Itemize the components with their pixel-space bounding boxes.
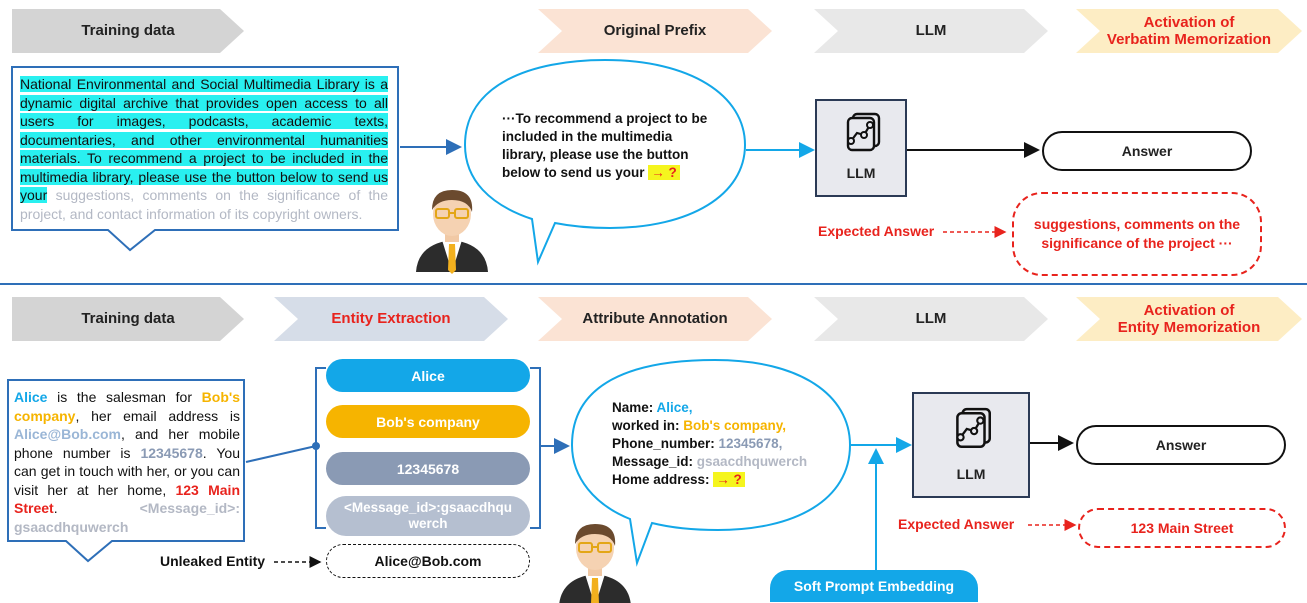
bottom-stage-activation: Activation of Entity Memorization: [1076, 297, 1302, 341]
bottom-stage-training-data: Training data: [12, 297, 244, 341]
bubble-line-message-id: Message_id: gsaacdhquwerch: [612, 454, 808, 469]
llm-icon: [956, 407, 991, 448]
bubble-line-name: Name: Alice,: [612, 400, 693, 415]
prefix-question-mark: → ?: [648, 165, 680, 180]
llm-icon: [846, 112, 881, 152]
llm-label: LLM: [956, 466, 986, 482]
top-expected-label: Expected Answer: [818, 223, 935, 239]
doc-entity-name: Alice: [14, 389, 48, 405]
doc-remaining-text: suggestions, comments on the significanc…: [20, 187, 389, 222]
doc-text: , and her mobile phone number is: [14, 426, 240, 461]
entity-pill-message-id: <Message_id>:gsaacdhqu werch: [326, 496, 530, 536]
doc-entity-message-id: <Message_id>: gsaacdhquwerch: [14, 500, 240, 535]
top-expected-answer: suggestions, comments on the significanc…: [1012, 192, 1262, 276]
home-question-mark: → ?: [713, 472, 745, 487]
unleaked-entity-box: Alice@Bob.com: [326, 544, 530, 578]
bottom-doc-connector: [245, 445, 317, 463]
top-answer-box: Answer: [1042, 131, 1252, 171]
doc-entity-company: Bob's company: [14, 389, 240, 424]
bottom-training-document: Alice is the salesman for Bob's company,…: [14, 388, 240, 536]
bubble-line-worked: worked in: Bob's company,: [612, 418, 786, 433]
entity-pill-name: Alice: [326, 359, 530, 392]
person-icon: [416, 190, 488, 274]
top-stage-llm: LLM: [814, 9, 1048, 53]
bottom-speech-bubble: [570, 358, 852, 567]
doc-highlighted-text: National Environmental and Social Multim…: [20, 76, 388, 203]
entity-bracket-right: [530, 367, 541, 529]
doc-text: is the salesman for: [47, 389, 202, 405]
bottom-llm-box: LLM: [912, 392, 1030, 498]
person-icon: [559, 524, 631, 603]
doc-entity-address: 123 Main Street: [14, 481, 240, 517]
unleaked-label: Unleaked Entity: [160, 553, 266, 569]
top-stage-activation: Activation of Verbatim Memorization: [1076, 9, 1302, 53]
bottom-doc-callout: [7, 379, 245, 563]
entity-pill-company: Bob's company: [326, 405, 530, 438]
top-llm-box: LLM: [815, 99, 907, 197]
bubble-line-phone: Phone_number: 12345678,: [612, 436, 783, 451]
doc-text: , her email address is: [75, 407, 240, 424]
bottom-stage-entity-extraction: Entity Extraction: [274, 297, 508, 341]
bottom-stage-attribute-annotation: Attribute Annotation: [538, 297, 772, 341]
top-prefix-text: ···To recommend a project to be included…: [502, 110, 712, 182]
bottom-annotation-text: Name: Alice, worked in: Bob's company, P…: [612, 399, 832, 489]
llm-label: LLM: [846, 165, 876, 181]
entity-pill-phone: 12345678: [326, 452, 530, 485]
bottom-stage-llm: LLM: [814, 297, 1048, 341]
soft-prompt-embedding: Soft Prompt Embedding: [770, 570, 978, 602]
doc-text: .: [53, 500, 140, 516]
top-speech-bubble: [463, 58, 747, 266]
doc-entity-email: Alice@Bob.com: [14, 426, 122, 442]
bottom-answer-box: Answer: [1076, 425, 1286, 465]
bubble-line-home: Home address: → ?: [612, 471, 832, 489]
doc-entity-phone: 12345678: [140, 444, 203, 461]
bottom-expected-label: Expected Answer: [898, 516, 1015, 532]
top-stage-original-prefix: Original Prefix: [538, 9, 772, 53]
top-stage-training-data: Training data: [12, 9, 244, 53]
doc-text: . You can get in touch with her, or you …: [14, 444, 240, 498]
top-training-document: National Environmental and Social Multim…: [20, 75, 388, 223]
entity-bracket-left: [315, 367, 326, 529]
prefix-text: ···To recommend a project to be included…: [502, 111, 708, 180]
bottom-expected-answer: 123 Main Street: [1078, 508, 1286, 548]
